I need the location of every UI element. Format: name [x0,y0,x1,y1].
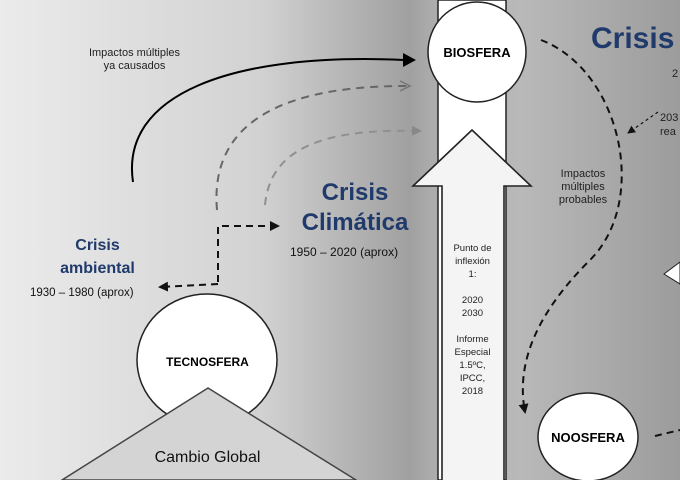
column-line-3: 1: [468,269,477,280]
solid-arrow-head [403,53,416,67]
impactos-probables-label: Impactos múltiples probables [548,168,618,207]
column-line-8: Informe [456,334,489,345]
column-line-7 [441,320,504,333]
biosfera-label: BIOSFERA [443,45,511,60]
crisis-ambiental-line-1: Crisis [75,237,120,254]
noosfera-circle [537,392,639,480]
big-up-arrow [410,128,534,480]
column-line-11: IPCC, [459,373,486,384]
tecnosfera-label: TECNOSFERA [166,355,249,369]
column-line-2: inflexión [455,256,490,267]
dashed-elbow [217,221,280,282]
impactos-causados-label: Impactos múltiples ya causados [72,47,197,73]
dashed-arc-1 [215,86,410,211]
pointer-line [627,111,659,134]
right-edge-shape [663,261,680,285]
impactos-causados-line-2: ya causados [103,60,166,72]
noosfera-label: NOOSFERA [551,430,625,445]
impactos-causados-line-1: Impactos múltiples [88,47,181,59]
crisis-climatica-line-2: Climática [301,209,409,236]
impactos-probables-line-3: probables [558,194,608,206]
punto-inflexion-text: Punto de inflexión 1: 2020 2030 Informe … [441,242,504,398]
crisis-climatica-line-1: Crisis [321,179,389,206]
right-partial-2: 203 [660,112,679,124]
impactos-probables-line-2: múltiples [561,181,605,193]
column-line-6: 2030 [461,308,484,319]
column-line-9: Especial [454,347,491,358]
ambiental-years: 1930 – 1980 (aprox) [30,287,134,299]
dashed-arc-2 [264,125,422,206]
noosfera-out-arrow [654,429,680,437]
dashed-left-arrow [158,281,219,292]
climatica-years: 1950 – 2020 (aprox) [290,245,399,259]
biosfera-circle [427,1,527,103]
impactos-probables-line-1: Impactos [560,168,606,180]
right-partial-1: 2 [672,68,679,80]
cambio-global-triangle [60,387,358,480]
column-line-4 [441,281,504,294]
right-partial-3: rea [660,126,676,138]
crisis-ambiental-title: Crisis ambiental [45,234,150,280]
column-line-1: Punto de [453,243,492,254]
cambio-global-label: Cambio Global [154,449,261,466]
dashed-right-arc [518,39,623,414]
column-line-12: 2018 [461,386,484,397]
crisis-climatica-title: Crisis Climática [285,178,425,238]
column-line-10: 1.5ºC, [459,360,486,371]
crisis-right-title: Crisis [591,22,675,55]
crisis-ambiental-line-2: ambiental [60,260,135,277]
solid-arrow-path [130,58,405,183]
column-line-5: 2020 [461,295,484,306]
